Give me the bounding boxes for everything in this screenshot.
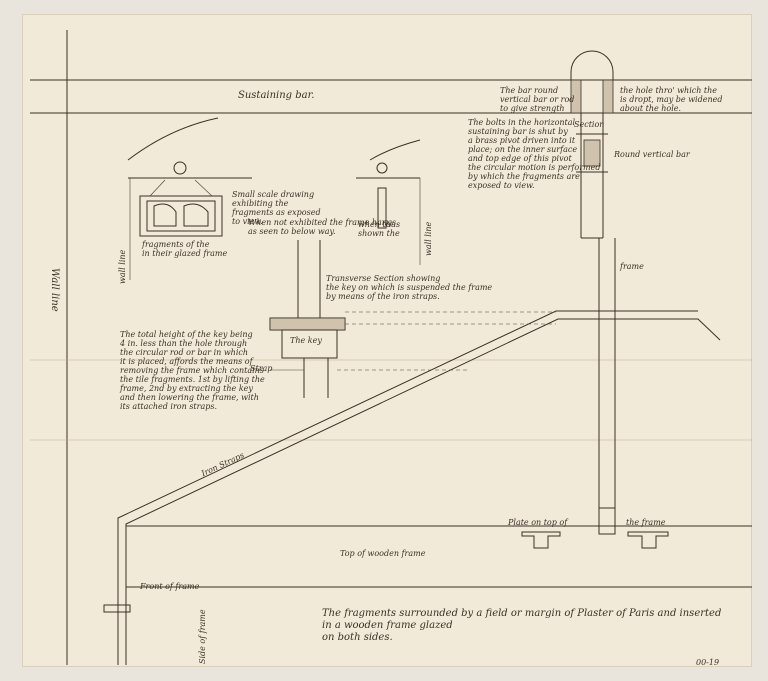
the-frame-label: the frame	[626, 518, 666, 527]
knob-hatch-left	[570, 79, 582, 114]
side-frame	[377, 187, 387, 229]
transverse-section-note: Transverse Section showing the key on wh…	[326, 274, 493, 301]
bolts-note: The bolts in the horizontal sustaining b…	[468, 118, 601, 190]
fragment-right	[183, 203, 209, 227]
front-of-frame-label: Front of frame	[140, 582, 200, 591]
key-box	[281, 329, 338, 359]
small-knob	[173, 161, 187, 175]
when-thus-note: when thus shown the	[358, 220, 401, 238]
iron-strap-outer	[117, 310, 698, 665]
small-frame-outer	[139, 195, 223, 237]
knob-hatch-right	[602, 79, 614, 114]
wall-line-small-left: wall line	[118, 249, 127, 284]
fragments-glazed-label: fragments of the in their glazed frame	[142, 240, 228, 258]
side-of-frame-label: Side of frame	[198, 609, 207, 664]
arch-right	[369, 139, 421, 161]
small-scale-note: Small scale drawing exhibiting the fragm…	[232, 190, 321, 226]
top-wooden-frame-label: Top of wooden frame	[340, 549, 426, 558]
arch-left	[127, 117, 219, 161]
bottom-note: The fragments surrounded by a field or m…	[322, 608, 722, 643]
corner-number: 00-19	[696, 658, 720, 667]
section-label: Section	[574, 120, 605, 129]
plate-left	[521, 531, 561, 549]
bar-round-note: The bar round vertical bar or rod to giv…	[500, 86, 575, 113]
fragment-left	[153, 203, 177, 227]
strap-right	[194, 179, 213, 197]
plate-top-label: Plate on top of	[508, 518, 568, 527]
total-height-note: The total height of the key being 4 in. …	[120, 330, 265, 411]
strap-left	[149, 179, 166, 197]
strap-label: Strap	[250, 364, 273, 373]
the-key-label: The key	[290, 336, 322, 345]
round-vertical-bar-label: Round vertical bar	[614, 150, 690, 159]
sustaining-bar-label: Sustaining bar.	[238, 90, 315, 101]
paper-sheet	[22, 14, 752, 667]
wall-line-small-right: wall line	[424, 221, 433, 256]
when-not-note: When not exhibited the frame hangs as se…	[248, 218, 397, 236]
hole-note: the hole thro' which the is dropt, may b…	[620, 86, 723, 113]
rod-section	[583, 139, 601, 167]
section-hatch	[269, 317, 346, 331]
plate-right	[627, 531, 669, 549]
frame-label: frame	[620, 262, 644, 271]
frame-rod-foot	[598, 507, 616, 535]
front-frame-plate	[103, 604, 131, 613]
side-knob	[376, 162, 388, 174]
small-frame-inner	[146, 200, 216, 232]
iron-strap-inner	[125, 318, 721, 665]
wall-line-big: Wall line	[49, 268, 60, 312]
round-knob-top	[570, 50, 614, 80]
